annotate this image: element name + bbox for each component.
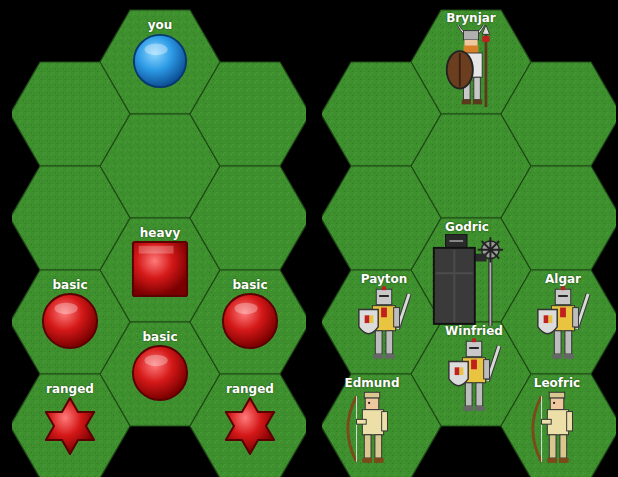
unit-label: Edmund [342, 376, 403, 390]
player-token: you [131, 18, 189, 90]
basic-token: basic [221, 278, 279, 350]
knight-sprite: Payton [355, 272, 413, 364]
unit-label: basic [131, 330, 189, 344]
ranged-token: ranged [40, 382, 100, 456]
unit-label: you [131, 18, 189, 32]
basic-token: basic [131, 330, 189, 402]
unit-label: ranged [220, 382, 280, 396]
ranged-token: ranged [220, 382, 280, 456]
archer-sprite: Leofric [528, 376, 586, 468]
unit-shape [41, 292, 99, 350]
unit-label: Payton [355, 272, 413, 286]
unit-shape [131, 240, 189, 298]
unit-shape [220, 396, 280, 456]
archer-sprite: Edmund [342, 376, 403, 468]
unit-shape [343, 390, 401, 468]
unit-label: heavy [131, 226, 189, 240]
basic-token: basic [41, 278, 99, 350]
viking-sprite: Brynjar [443, 11, 499, 109]
hex-grid-right [322, 10, 616, 477]
unit-shape [40, 396, 100, 456]
unit-shape [131, 32, 189, 90]
unit-label: Leofric [528, 376, 586, 390]
unit-shape [534, 286, 592, 364]
unit-shape [443, 25, 499, 109]
knight-sprite: Winfried [442, 324, 506, 416]
heavy-knight-sprite: Godric [428, 220, 506, 328]
heavy-token: heavy [131, 226, 189, 298]
unit-shape [221, 292, 279, 350]
unit-label: Winfried [442, 324, 506, 338]
unit-label: basic [221, 278, 279, 292]
unit-label: Brynjar [443, 11, 499, 25]
unit-shape [355, 286, 413, 364]
unit-label: basic [41, 278, 99, 292]
unit-label: Godric [428, 220, 506, 234]
unit-shape [445, 338, 503, 416]
unit-shape [428, 234, 506, 328]
unit-label: ranged [40, 382, 100, 396]
hex-grid-left [12, 10, 306, 477]
unit-label: Algar [534, 272, 592, 286]
unit-shape [131, 344, 189, 402]
unit-shape [528, 390, 586, 468]
knight-sprite: Algar [534, 272, 592, 364]
